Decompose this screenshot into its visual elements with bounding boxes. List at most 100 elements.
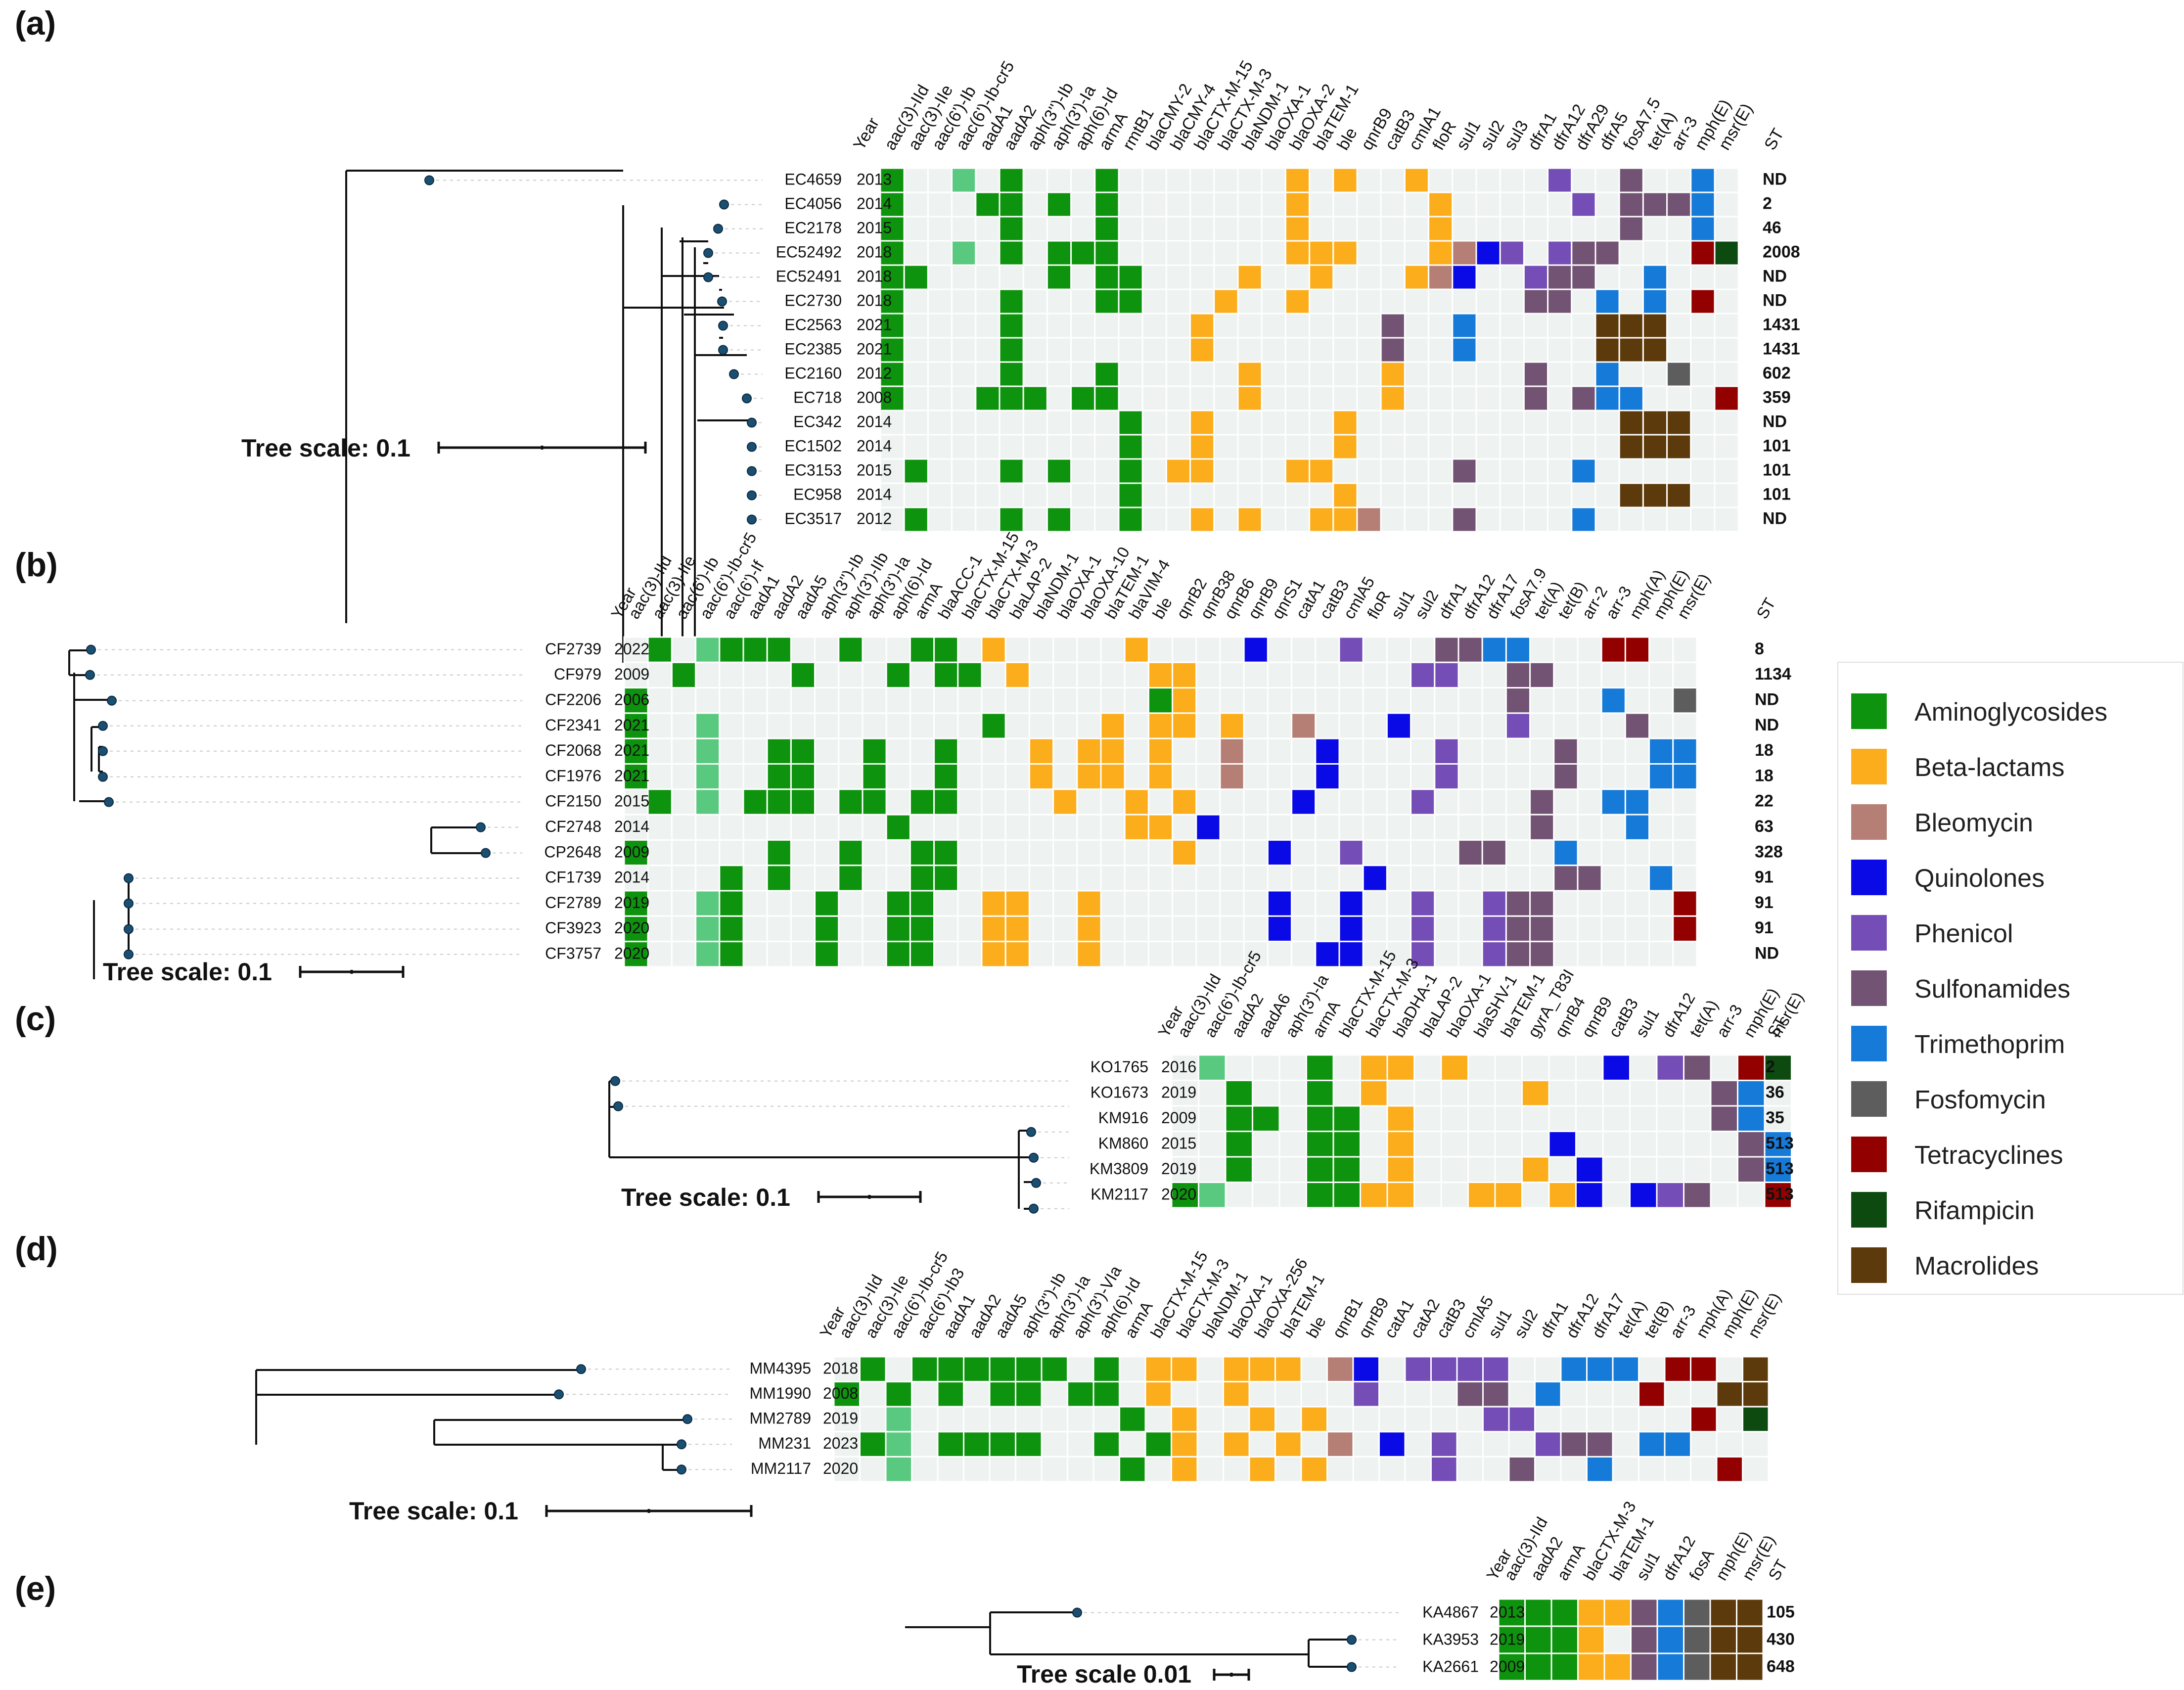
gene-cell (963, 1431, 991, 1458)
gene-cell (1413, 1054, 1442, 1081)
gene-cell (1737, 1054, 1766, 1081)
gene-cell (1505, 890, 1531, 917)
gene-cell (1141, 288, 1167, 315)
gene-cell (1594, 506, 1620, 533)
gene-cell (1624, 712, 1650, 739)
gene-cell (1618, 313, 1644, 339)
gene-cell (1690, 288, 1716, 315)
gene-cell (1195, 687, 1221, 714)
gene-cell (1716, 1431, 1743, 1458)
gene-cell (1482, 1406, 1510, 1433)
leaf-node (713, 224, 723, 234)
isolate-year: 2020 (1161, 1186, 1196, 1203)
gene-cell (1118, 361, 1143, 387)
gene-cell (1267, 839, 1293, 867)
gene-cell (1710, 1080, 1738, 1107)
gene-cell (766, 915, 792, 943)
gene-cell (1547, 191, 1573, 218)
gene-cell (903, 385, 929, 411)
gene-cell (1560, 1381, 1588, 1408)
gene-cell (1165, 313, 1191, 339)
gene-cell (1648, 661, 1674, 689)
gene-cell (1494, 1156, 1523, 1183)
gene-cell (1505, 687, 1531, 714)
gene-cell (1475, 337, 1501, 363)
isolate-year: 2021 (857, 340, 892, 358)
isolate-id: KM2117 (1091, 1186, 1148, 1203)
gene-cell (1274, 1431, 1302, 1458)
gene-cell (1714, 313, 1739, 339)
gene-cell (1505, 661, 1531, 689)
gene-cell (1410, 865, 1436, 892)
gene-cell (1124, 915, 1149, 943)
gene-cell (1338, 737, 1364, 765)
heatmap (1171, 1054, 1792, 1209)
gene-cell (1404, 385, 1430, 411)
gene-cell (1690, 482, 1716, 508)
isolate-year: 2019 (1161, 1084, 1196, 1101)
leaf-node (682, 1414, 692, 1424)
gene-cell (1300, 1406, 1328, 1433)
gene-cell (1428, 410, 1454, 436)
legend-swatch (1851, 804, 1887, 840)
gene-cell (1714, 167, 1739, 193)
gene-cell (790, 814, 816, 841)
gene-cell (647, 839, 673, 867)
gene-cell (859, 1431, 887, 1458)
gene-cell (1248, 1381, 1276, 1408)
gene-cell (903, 337, 929, 363)
gene-cell (1498, 1652, 1526, 1682)
gene-cell (671, 865, 697, 892)
gene-cell (1118, 482, 1143, 508)
gene-cell (1494, 1080, 1523, 1107)
gene-cell (1360, 1080, 1388, 1107)
gene-cell (1284, 288, 1311, 315)
gene-cell (975, 337, 1001, 363)
gene-cell (1076, 661, 1102, 689)
gene-cell (1306, 1182, 1334, 1209)
gene-cell (1571, 313, 1596, 339)
gene-cell (1243, 788, 1269, 816)
gene-cell (1094, 240, 1120, 266)
isolate-year: 2019 (1161, 1160, 1196, 1178)
gene-cell (1195, 865, 1221, 892)
gene-cell (1165, 191, 1191, 218)
gene-cell (927, 240, 953, 266)
gene-cell (1309, 264, 1334, 290)
gene-cell (1189, 313, 1215, 339)
gene-cell (1015, 1406, 1043, 1433)
gene-cell (1434, 814, 1459, 841)
gene-cell (1332, 191, 1358, 218)
gene-cell (1172, 712, 1197, 739)
gene-cell (989, 1431, 1016, 1458)
gene-cell (1076, 737, 1102, 765)
gene-cell (1428, 288, 1454, 315)
gene-cell (1118, 434, 1143, 460)
gene-cell (1291, 788, 1317, 816)
gene-cell (1523, 434, 1549, 460)
gene-cell (1052, 636, 1078, 663)
gene-cell (1534, 1431, 1562, 1458)
gene-cell (1380, 361, 1406, 387)
gene-cell (1171, 1381, 1198, 1408)
gene-cell (885, 788, 911, 816)
gene-cell (1638, 1431, 1666, 1458)
gene-cell (1690, 240, 1716, 266)
gene-cell (1284, 385, 1311, 411)
gene-cell (909, 636, 935, 663)
gene-cell (1094, 506, 1120, 533)
gene-cell (1052, 890, 1078, 917)
gene-cell (1523, 458, 1549, 484)
isolate-id: EC718 (793, 388, 842, 406)
gene-cell (1165, 458, 1191, 484)
gene-header: sul1 (1453, 117, 1484, 153)
gene-cell (719, 763, 744, 790)
gene-cell (1737, 1156, 1766, 1183)
gene-cell (1575, 1105, 1604, 1132)
gene-cell (957, 687, 983, 714)
gene-cell (1547, 434, 1573, 460)
gene-cell (951, 506, 977, 533)
gene-cell (1195, 839, 1221, 867)
legend-label: Tetracyclines (1914, 1141, 2063, 1170)
gene-cell (903, 191, 929, 218)
